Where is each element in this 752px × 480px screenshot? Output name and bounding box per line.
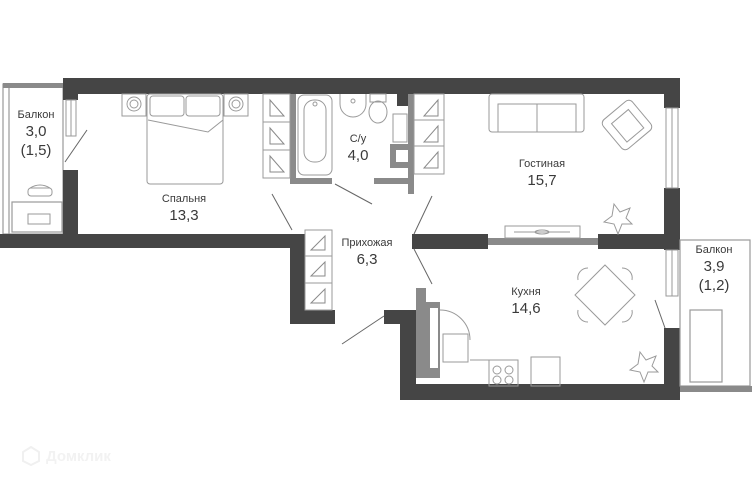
- washing-machine-icon: [392, 113, 408, 143]
- bathtub-icon: [297, 94, 333, 176]
- windows: [65, 99, 679, 297]
- watermark: Домклик: [22, 446, 111, 466]
- room-area: 13,3: [169, 207, 199, 224]
- dining-table-icon: [574, 264, 636, 326]
- kitchen-counter-icon: [439, 309, 561, 387]
- room-label-hallway: Прихожая 6,3: [342, 236, 393, 269]
- kitchen-niche: [430, 308, 438, 368]
- watermark-text: Домклик: [46, 447, 111, 465]
- room-name: С/у: [349, 133, 367, 145]
- domclick-logo-icon: [22, 446, 40, 466]
- room-label-bedroom: Спальня 13,3: [162, 192, 206, 225]
- room-name: Балкон: [695, 244, 733, 256]
- armchair-icon: [601, 99, 653, 151]
- tv-stand-icon: [504, 225, 581, 239]
- toilet-icon: [368, 93, 388, 124]
- room-area-extra: (1,5): [20, 142, 52, 159]
- partition-living-kitchen: [488, 238, 598, 245]
- room-area: 15,7: [527, 172, 557, 189]
- hanger-icons: [269, 98, 439, 304]
- room-label-balcony-right: Балкон 3,9 (1,2): [696, 243, 733, 295]
- balcony-left-rail: [3, 83, 63, 88]
- room-name: Кухня: [511, 286, 541, 298]
- wardrobe-bathroom-right: [413, 93, 445, 175]
- room-name: Прихожая: [341, 237, 393, 249]
- plant-icon: [602, 202, 634, 236]
- room-label-bathroom: С/у 4,0: [348, 132, 369, 165]
- room-label-living-room: Гостиная 15,7: [519, 157, 565, 190]
- room-label-balcony-left: Балкон 3,0 (1,5): [18, 108, 55, 160]
- room-area: 3,0: [25, 123, 47, 140]
- room-area: 4,0: [347, 147, 369, 164]
- room-name: Спальня: [161, 193, 207, 205]
- sofa-icon: [488, 93, 585, 133]
- room-label-kitchen: Кухня 14,6: [511, 285, 540, 318]
- room-area-extra: (1,2): [698, 277, 730, 294]
- bed-icon: [121, 93, 249, 185]
- plant-icon-kitchen: [628, 350, 660, 384]
- balcony-right-rail: [680, 386, 752, 392]
- chair-icon: [27, 184, 53, 225]
- room-area: 3,9: [703, 258, 725, 275]
- door-swings: [64, 129, 666, 345]
- room-name: Гостиная: [518, 158, 566, 170]
- wardrobe-bathroom-left: [262, 93, 291, 179]
- room-area: 6,3: [356, 251, 378, 268]
- room-area: 14,6: [511, 300, 541, 317]
- wardrobe-hallway: [304, 229, 333, 311]
- walls: [0, 78, 680, 400]
- sink-icon: [339, 94, 367, 118]
- room-name: Балкон: [17, 109, 55, 121]
